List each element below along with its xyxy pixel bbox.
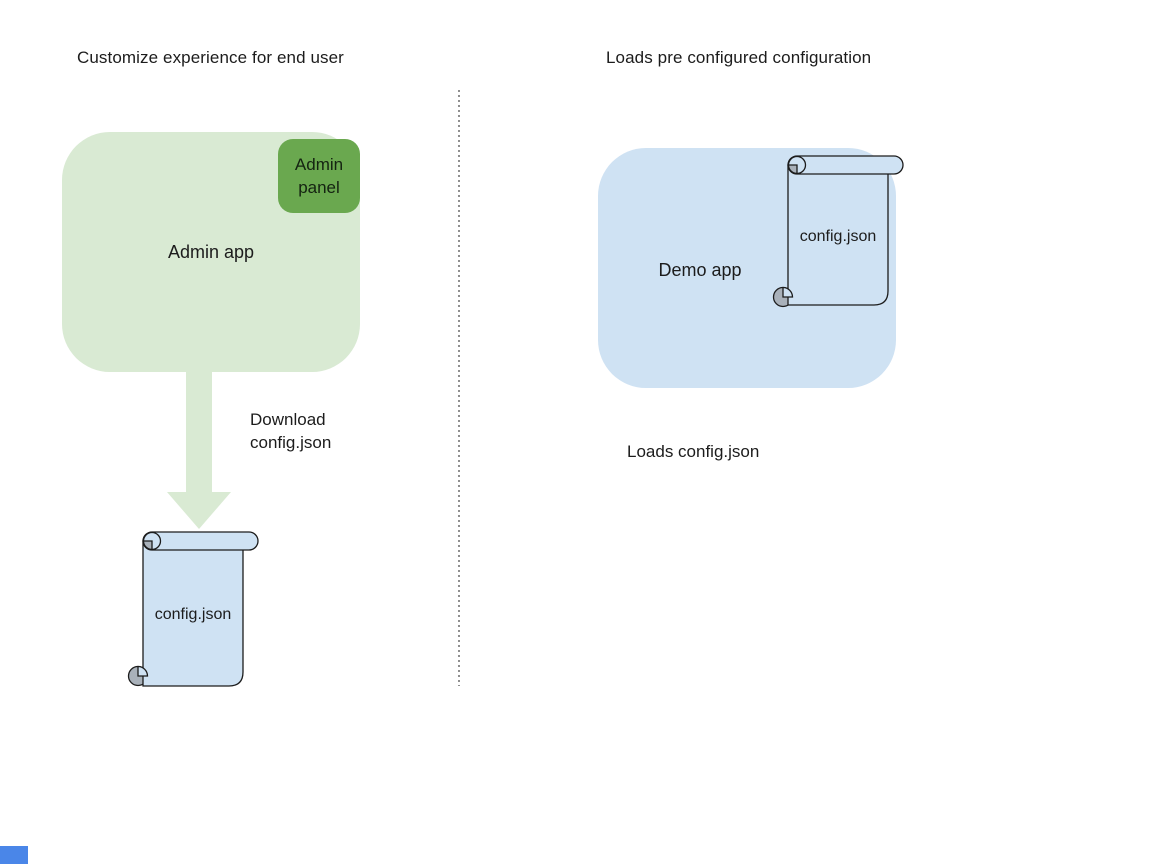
partial-blue-shape: [0, 846, 28, 864]
scroll-bottom-curl-notch: [782, 286, 794, 298]
scroll-bottom-curl-notch: [137, 665, 149, 677]
section-divider-dotted-line: [458, 90, 460, 686]
scroll-body: [142, 540, 244, 687]
download-arrow-icon: [167, 371, 231, 529]
scroll-top-curl-notch: [142, 540, 153, 551]
admin-panel-badge-label: Admin panel: [294, 155, 344, 197]
download-config-label: Download config.json: [250, 410, 332, 452]
admin-app-label: Admin app: [167, 241, 255, 262]
scroll-top-curl-notch: [787, 164, 798, 175]
right-section-title: Loads pre configured configuration: [606, 48, 872, 67]
scroll-body: [787, 164, 889, 306]
arrow-shape: [167, 371, 231, 529]
admin-panel-badge: Admin panel: [278, 139, 360, 213]
config-json-scroll-left: config.json: [127, 531, 259, 687]
config-json-label-right: config.json: [800, 228, 877, 245]
demo-app-label: Demo app: [658, 260, 742, 280]
loads-config-caption: Loads config.json: [627, 442, 760, 461]
left-section-title: Customize experience for end user: [77, 48, 344, 67]
config-json-scroll-right: config.json: [772, 155, 904, 308]
config-json-label-left: config.json: [155, 606, 232, 623]
